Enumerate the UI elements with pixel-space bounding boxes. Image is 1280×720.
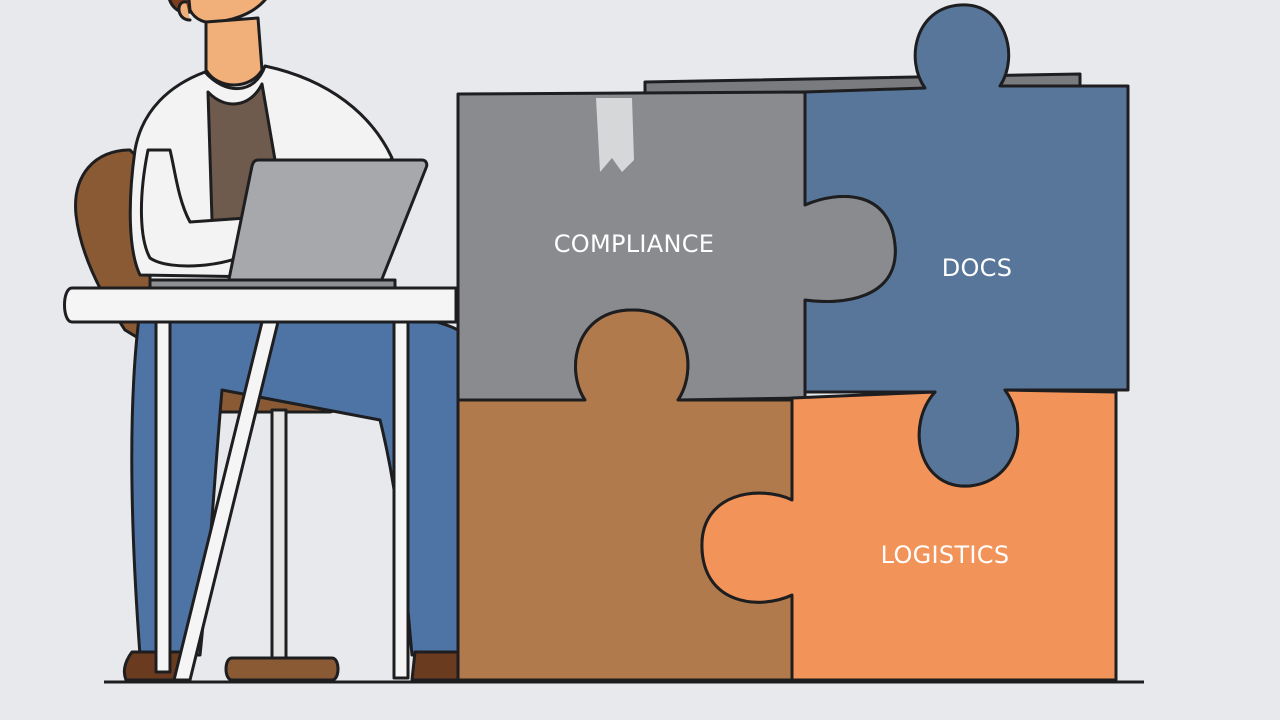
- label-logistics: LOGISTICS: [881, 541, 1010, 569]
- chair-base: [224, 656, 340, 682]
- desk-leg-diagonal: [172, 320, 280, 682]
- jeans: [130, 304, 460, 657]
- desk-top: [63, 286, 458, 324]
- puzzle-piece-logistics: [700, 388, 1118, 682]
- neck: [204, 16, 264, 87]
- person-at-desk-illustration: [63, 0, 460, 682]
- chair-leg: [270, 408, 288, 662]
- label-docs: DOCS: [942, 254, 1013, 282]
- desk-leg-back: [154, 320, 172, 674]
- puzzle-icon: COMPLIANCE DOCS LOGISTICS: [456, 3, 1130, 682]
- shoe-right: [410, 650, 460, 682]
- desk-leg-front: [392, 320, 410, 680]
- sleeve: [139, 148, 252, 268]
- ear: [177, 0, 192, 22]
- label-compliance: COMPLIANCE: [554, 230, 715, 258]
- tape: [596, 98, 634, 172]
- laptop-icon: [226, 158, 429, 286]
